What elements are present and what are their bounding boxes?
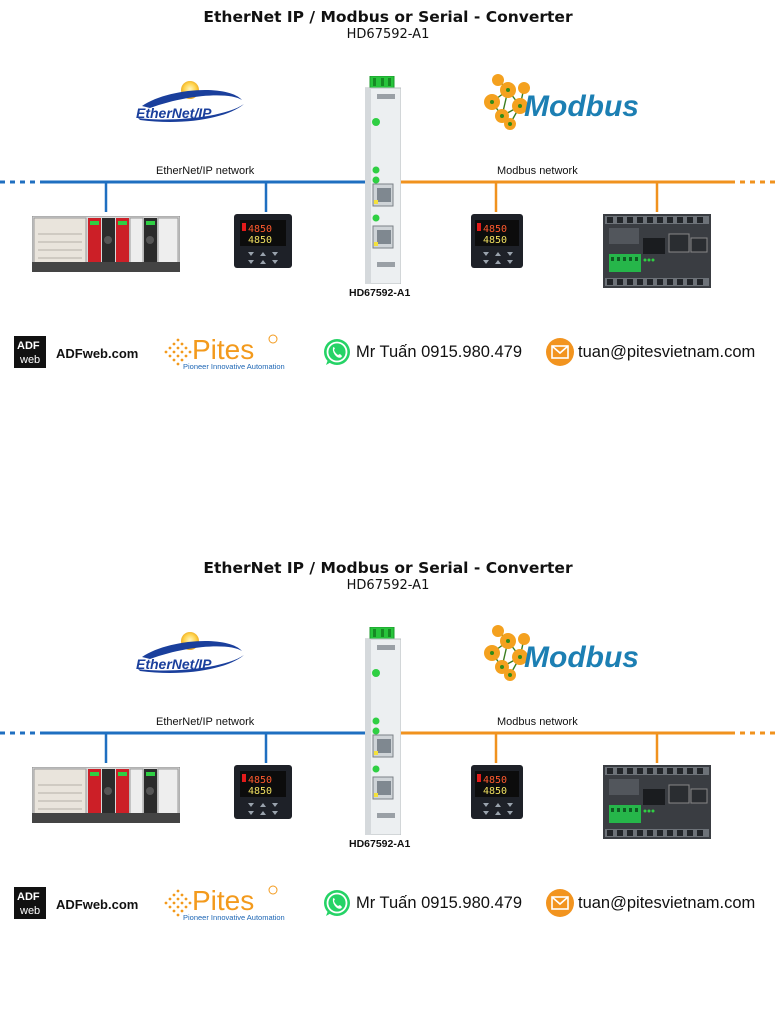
modbus-logo: Modbus — [484, 625, 639, 681]
panel-display-top: 4850 — [483, 224, 507, 235]
whatsapp-icon — [324, 339, 350, 365]
plc-rack-icon — [32, 767, 180, 823]
panel-display-top: 4850 — [248, 224, 272, 235]
panel-display-top: 4850 — [483, 775, 507, 786]
modbus-network-label: Modbus network — [497, 716, 578, 728]
whatsapp-icon — [324, 890, 350, 916]
panel-controller-icon: 4850 4850 — [471, 765, 523, 819]
panel-display-top: 4850 — [248, 775, 272, 786]
pites-logo-text: Pites — [192, 885, 254, 916]
adfweb-text: ADFweb.com — [56, 897, 139, 912]
email-text: tuan@pitesvietnam.com — [578, 894, 756, 912]
gateway-device-icon — [365, 627, 401, 835]
adfweb-logo: ADF web — [14, 336, 46, 368]
adfweb-logo-bottom: web — [19, 354, 40, 366]
io-module-icon — [603, 214, 711, 288]
modbus-network-label: Modbus network — [497, 165, 578, 177]
network-lines — [0, 731, 776, 763]
panel-display-bottom: 4850 — [248, 786, 272, 797]
modbus-logo-text: Modbus — [524, 90, 639, 123]
pites-logo: Pites Pioneer Innovative Automation — [164, 334, 285, 371]
ethernet-ip-logo: EtherNet/IP — [136, 632, 244, 674]
gateway-device-icon — [365, 76, 401, 284]
modbus-logo-text: Modbus — [524, 641, 639, 674]
panel-controller-icon: 4850 4850 — [471, 214, 523, 268]
ethernet-ip-logo: EtherNet/IP — [136, 81, 244, 123]
panel-display-bottom: 4850 — [248, 235, 272, 246]
adfweb-text: ADFweb.com — [56, 346, 139, 361]
pites-logo-text: Pites — [192, 334, 254, 365]
network-lines — [0, 180, 776, 212]
ethernet-ip-logo-text: EtherNet/IP — [136, 656, 212, 672]
ethernet-network-label: EtherNet/IP network — [156, 716, 255, 728]
email-text: tuan@pitesvietnam.com — [578, 343, 756, 361]
phone-text: Mr Tuấn 0915.980.479 — [356, 343, 523, 361]
pites-tagline: Pioneer Innovative Automation — [183, 913, 285, 922]
diagram-panel: EtherNet IP / Modbus or Serial - Convert… — [0, 551, 776, 931]
ethernet-network-label: EtherNet/IP network — [156, 165, 255, 177]
diagram-subtitle: HD67592-A1 — [346, 578, 430, 593]
diagram-panel: EtherNet IP / Modbus or Serial - Convert… — [0, 0, 776, 380]
io-module-icon — [603, 765, 711, 839]
panel-display-bottom: 4850 — [483, 786, 507, 797]
gateway-label: HD67592-A1 — [349, 287, 411, 299]
diagram-title: EtherNet IP / Modbus or Serial - Convert… — [203, 8, 573, 26]
gateway-label: HD67592-A1 — [349, 838, 411, 850]
pites-logo: Pites Pioneer Innovative Automation — [164, 885, 285, 922]
panel-display-bottom: 4850 — [483, 235, 507, 246]
email-icon — [546, 889, 574, 917]
plc-rack-icon — [32, 216, 180, 272]
panel-controller-icon: 4850 4850 — [234, 214, 292, 268]
pites-tagline: Pioneer Innovative Automation — [183, 362, 285, 371]
email-icon — [546, 338, 574, 366]
ethernet-ip-logo-text: EtherNet/IP — [136, 105, 212, 121]
modbus-logo: Modbus — [484, 74, 639, 130]
adfweb-logo-top: ADF — [17, 340, 40, 352]
adfweb-logo-bottom: web — [19, 905, 40, 917]
adfweb-logo: ADF web — [14, 887, 46, 919]
diagram-subtitle: HD67592-A1 — [346, 27, 430, 42]
panel-controller-icon: 4850 4850 — [234, 765, 292, 819]
adfweb-logo-top: ADF — [17, 891, 40, 903]
phone-text: Mr Tuấn 0915.980.479 — [356, 894, 523, 912]
diagram-title: EtherNet IP / Modbus or Serial - Convert… — [203, 559, 573, 577]
